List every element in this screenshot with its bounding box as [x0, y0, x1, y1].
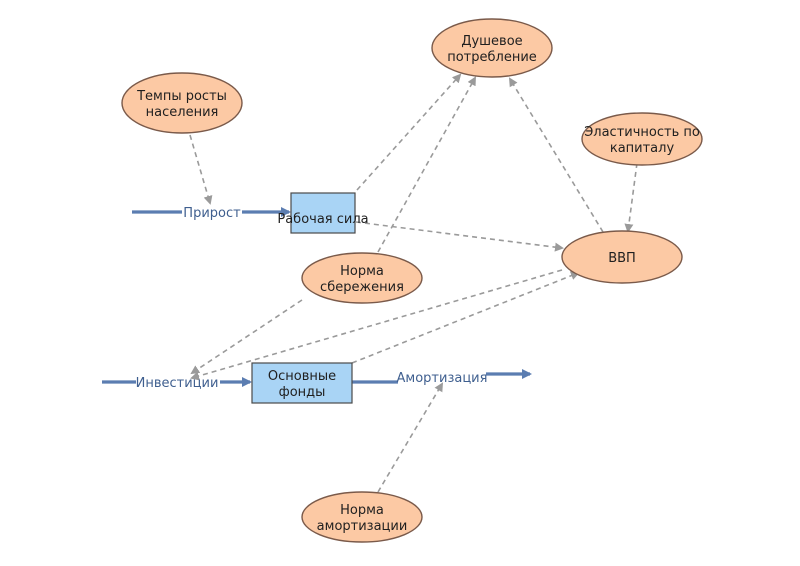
link-population-to-growth — [189, 134, 213, 205]
node-label-line: Душевое — [461, 34, 522, 49]
flow-label-amortization: Амортизация — [397, 371, 488, 386]
node-label-line: сбережения — [320, 280, 404, 295]
link-savings-to-consumption — [377, 76, 476, 253]
node-label-line: населения — [146, 105, 219, 120]
link-gdp-to-consumption — [508, 77, 604, 233]
aux-gdp: ВВП — [561, 230, 683, 284]
material-flows — [102, 207, 532, 387]
link-labor-to-gdp — [355, 221, 564, 252]
stock-labor: Рабочая сила — [277, 192, 369, 234]
flow-label-investment: Инвестиции — [136, 376, 219, 391]
flow-label-growth: Прирост — [183, 206, 241, 221]
node-label-line: Эластичность по — [584, 125, 700, 140]
node-label-line: потребление — [447, 50, 537, 65]
link-savings-to-investment — [190, 299, 303, 375]
node-label-line: амортизации — [317, 519, 408, 534]
link-capital-to-gdp — [351, 271, 580, 364]
node-label-line: Основные — [268, 369, 336, 384]
node-label-line: Норма — [340, 264, 384, 279]
link-gdp-to-investment — [190, 269, 563, 381]
node-label-line: капиталу — [610, 141, 675, 156]
link-labor-to-consumption — [356, 73, 462, 191]
node-label-line: Рабочая сила — [277, 212, 368, 227]
link-elasticity-to-gdp — [624, 162, 638, 233]
aux-gdp-label: ВВП — [608, 251, 636, 266]
node-label-line: Темпы росты — [136, 89, 227, 104]
information-links — [189, 73, 638, 493]
node-label-line: ВВП — [608, 251, 636, 266]
node-label-line: Норма — [340, 503, 384, 518]
link-depreciation-to-amortization — [377, 382, 444, 493]
node-label-line: фонды — [279, 385, 326, 400]
stock-labor-label: Рабочая сила — [277, 212, 368, 227]
